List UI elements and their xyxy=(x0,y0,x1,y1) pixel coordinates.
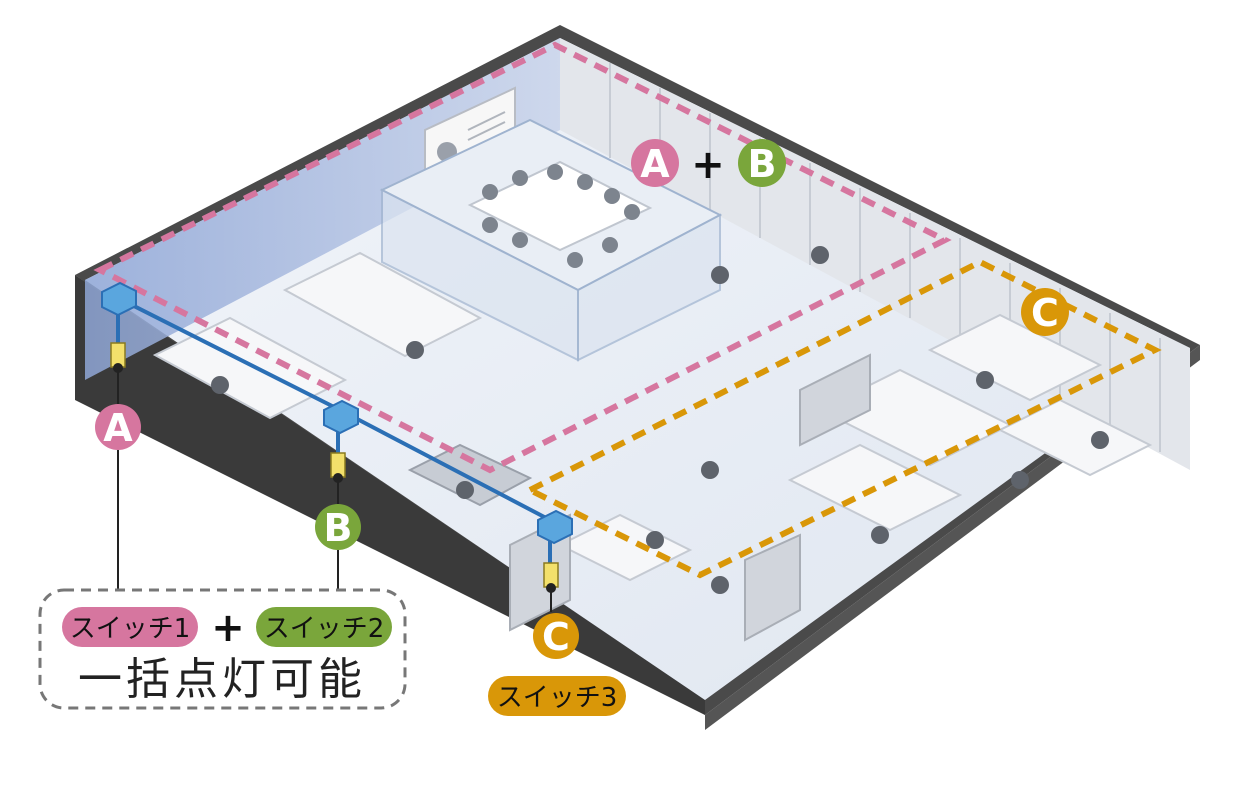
zone-c-switch-badge: C xyxy=(533,613,579,659)
combo-caption: 一括点灯可能 xyxy=(78,654,366,705)
svg-text:C: C xyxy=(542,615,570,659)
zone-b-floor-badge: B xyxy=(738,139,786,187)
conference-room xyxy=(379,118,723,362)
zone-c-floor-badge: C xyxy=(1021,288,1069,336)
svg-text:A: A xyxy=(640,142,670,186)
switch-3-pill: スイッチ3 xyxy=(488,676,626,716)
junction-box-b xyxy=(323,399,359,435)
zone-b-switch-badge: B xyxy=(315,504,361,550)
zone-c-outline xyxy=(523,258,1162,579)
zone-a-switch-badge: A xyxy=(95,404,141,450)
svg-text:スイッチ3: スイッチ3 xyxy=(497,683,618,713)
svg-text:スイッチ2: スイッチ2 xyxy=(264,614,385,644)
zone-a-outline xyxy=(93,41,952,474)
switch-1-pill: スイッチ1 xyxy=(62,607,198,647)
switch-2-pill: スイッチ2 xyxy=(256,607,392,647)
desk-clusters xyxy=(152,246,1153,642)
junction-box-c xyxy=(537,509,573,545)
ab-plus-sign: + xyxy=(691,142,725,188)
combo-plus-sign: + xyxy=(211,605,245,651)
svg-text:A: A xyxy=(103,406,133,450)
svg-text:C: C xyxy=(1031,291,1059,335)
leader-lines xyxy=(113,363,556,612)
svg-text:B: B xyxy=(748,142,777,186)
junction-box-a xyxy=(101,281,137,317)
svg-text:スイッチ1: スイッチ1 xyxy=(70,614,191,644)
zone-a-floor-badge: A xyxy=(631,139,679,187)
svg-text:B: B xyxy=(324,506,353,550)
